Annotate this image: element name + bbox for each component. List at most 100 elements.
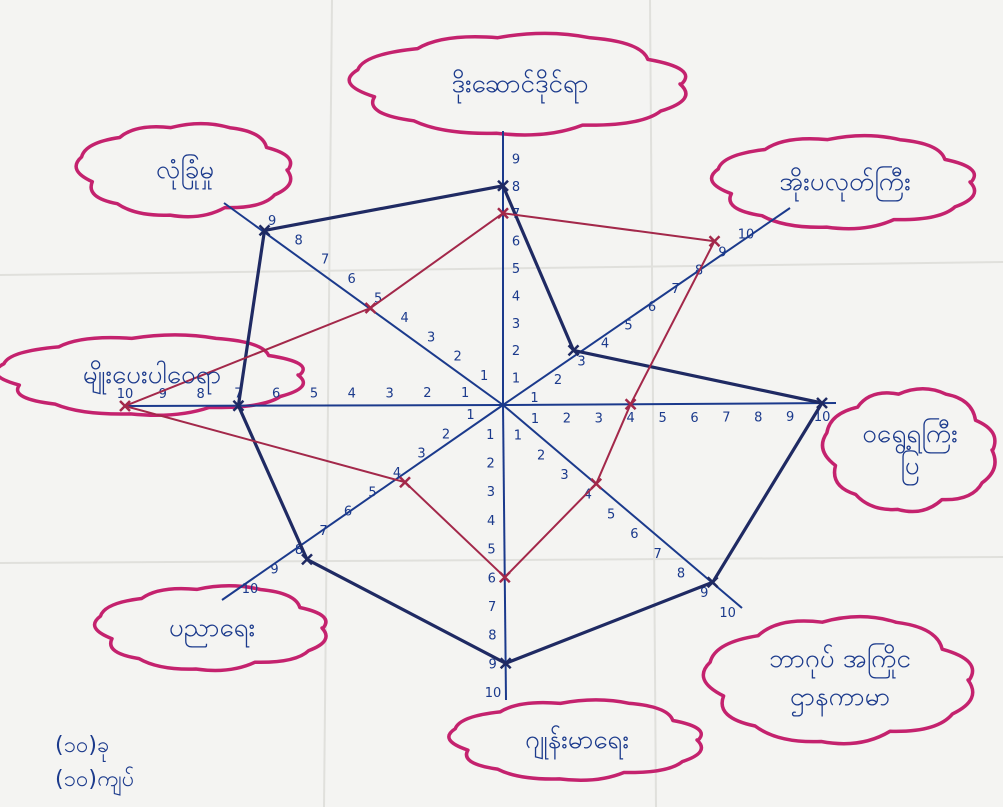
- axis-tick-label: 3: [427, 330, 435, 345]
- axis-tick-label: 4: [584, 488, 592, 503]
- series-point-mark: [567, 344, 580, 357]
- axis-tick-label: 4: [487, 514, 495, 529]
- axis-tick-label: 3: [417, 447, 425, 462]
- axis-tick-label: 10: [814, 410, 831, 425]
- axis-tick-label: 3: [595, 411, 603, 426]
- axis-tick-label: 7: [671, 282, 679, 297]
- axis-tick-label: 6: [690, 411, 698, 426]
- axis-tick-label: 6: [344, 505, 352, 520]
- axis-tick-label: 2: [537, 448, 545, 463]
- axis-tick-label: 7: [319, 524, 327, 539]
- radar-axis-line: [502, 404, 743, 609]
- axis-tick-label: 7: [321, 253, 329, 268]
- axis-tick-label: 5: [624, 318, 632, 333]
- series-point-mark: [301, 553, 313, 566]
- axis-tick-label: 4: [601, 337, 609, 352]
- series-point-mark: [816, 397, 828, 409]
- axis-tick-label: 2: [442, 427, 450, 442]
- axis-tick-label: 8: [677, 567, 685, 582]
- axis-tick-label: 5: [658, 411, 666, 426]
- axis-label: ဘာဂုပ် အကြိုင: [769, 641, 911, 679]
- axis-tick-label: 1: [531, 412, 539, 427]
- axis-tick-label: 1: [461, 386, 469, 401]
- series-point-mark: [590, 477, 603, 490]
- axis-tick-label: 1: [486, 428, 494, 443]
- axis-tick-label: 8: [295, 233, 303, 248]
- axis-tick-label: 9: [489, 657, 497, 672]
- axis-tick-label: 1: [514, 429, 522, 444]
- axis-tick-label: 2: [563, 412, 571, 427]
- series-point-mark: [232, 399, 245, 412]
- radar-axis-line: [221, 404, 504, 601]
- axis-label-cloud: [92, 584, 328, 673]
- radar-axis-line: [223, 202, 504, 406]
- axis-tick-label: 4: [401, 311, 409, 326]
- axis-tick-label: 3: [512, 317, 520, 332]
- axis-tick-label: 3: [385, 386, 393, 401]
- axis-label: အိုးပလုတ်ကြီး: [779, 164, 910, 202]
- axis-tick-label: 8: [196, 387, 204, 402]
- axis-tick-label: 5: [487, 543, 495, 558]
- axis-label-cloud: [820, 387, 997, 514]
- axis-tick-label: 2: [512, 344, 520, 359]
- axis-label-cloud: [347, 31, 688, 137]
- series-point-mark: [498, 571, 511, 584]
- legend-line-1: (၁၀)ခု: [55, 733, 109, 762]
- axis-tick-label: 2: [554, 373, 562, 388]
- axis-tick-label: 8: [754, 410, 762, 425]
- paper-fold: [0, 261, 1003, 276]
- axis-tick-label: 10: [485, 686, 502, 701]
- axis-tick-label: 6: [272, 387, 280, 402]
- axis-tick-label: 9: [786, 410, 794, 425]
- axis-tick-label: 7: [722, 411, 730, 426]
- axis-tick-label: 6: [348, 272, 356, 287]
- axis-tick-label: 6: [648, 300, 656, 315]
- axis-tick-label: 2: [454, 350, 462, 365]
- axis-tick-label: 9: [718, 246, 726, 261]
- axis-tick-label: 9: [270, 563, 278, 578]
- axis-label-cloud: [447, 698, 704, 783]
- axis-tick-label: 4: [348, 386, 356, 401]
- series-point-mark: [497, 179, 509, 192]
- axis-tick-label: 1: [480, 369, 488, 384]
- axis-tick-label: 10: [738, 227, 755, 242]
- axis-label: ပညာရေး: [169, 613, 255, 648]
- axis-tick-label: 4: [512, 289, 520, 304]
- axis-tick-label: 7: [488, 600, 496, 615]
- axis-tick-label: 5: [368, 485, 376, 500]
- axis-tick-label: 8: [488, 629, 496, 644]
- series-point-mark: [497, 207, 509, 220]
- axis-label: ပြ: [900, 448, 919, 486]
- axis-label: ဌာနကာမာ: [790, 682, 890, 717]
- axis-label: ဝရွေ့ရကြီး: [862, 416, 958, 454]
- axis-tick-label: 5: [374, 292, 382, 307]
- axis-tick-label: 9: [700, 586, 708, 601]
- axis-tick-label: 6: [630, 527, 638, 542]
- axis-tick-label: 2: [423, 386, 431, 401]
- radar-axis-line: [124, 404, 504, 407]
- series-point-mark: [119, 400, 131, 412]
- axis-tick-label: 5: [310, 387, 318, 402]
- series-point-mark: [499, 657, 512, 670]
- axis-label: မျိုးပေးပါဝေရာ: [83, 359, 222, 395]
- axis-tick-label: 10: [117, 387, 134, 402]
- axis-tick-label: 3: [577, 355, 585, 370]
- axis-tick-label: 7: [234, 387, 242, 402]
- axis-tick-label: 9: [512, 152, 520, 167]
- axis-tick-label: 10: [242, 582, 259, 597]
- series-point-mark: [258, 224, 271, 237]
- axis-tick-label: 5: [512, 262, 520, 277]
- radar-axis-line: [502, 402, 837, 406]
- axis-tick-label: 8: [512, 180, 520, 195]
- axis-tick-label: 1: [530, 391, 538, 406]
- axis-tick-label: 3: [487, 485, 495, 500]
- legend-line-2: (၁၀)ကျပ်: [55, 766, 134, 796]
- series-point-mark: [708, 235, 721, 248]
- axis-tick-label: 8: [295, 543, 303, 558]
- radar-axis-line: [502, 207, 791, 406]
- axis-label-cloud: [0, 333, 305, 418]
- paper-fold: [0, 556, 1003, 564]
- axis-tick-label: 6: [512, 235, 520, 250]
